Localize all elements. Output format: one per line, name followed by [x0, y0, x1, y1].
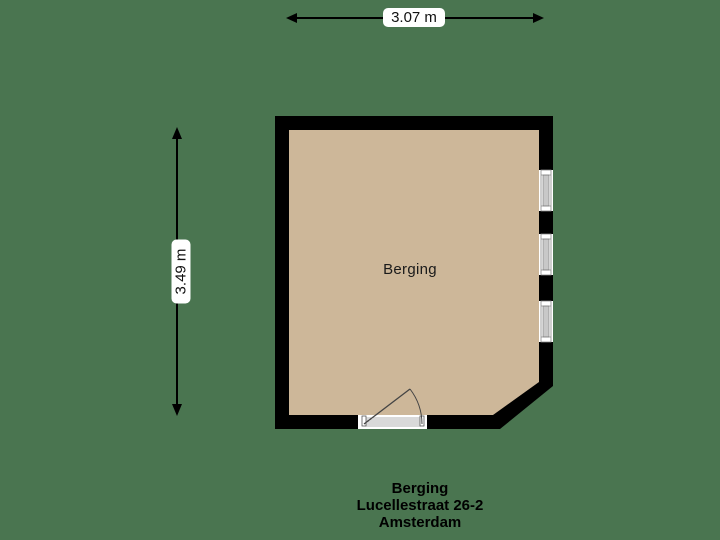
arrow-down-icon — [172, 404, 182, 416]
window-right-3 — [539, 300, 553, 343]
arrow-left-icon — [286, 13, 297, 23]
title-city: Amsterdam — [378, 514, 462, 531]
room-floor-berging — [289, 130, 539, 415]
depth-dimension-label: 3.49 m — [171, 239, 191, 304]
room-label-berging: Berging — [383, 261, 437, 278]
title-street-address: Lucellestraat 26-2 — [356, 497, 484, 514]
window-right-2 — [539, 233, 553, 276]
width-dimension-label: 3.07 m — [383, 8, 445, 27]
door-swing-arc — [409, 388, 423, 425]
arrow-up-icon — [172, 127, 182, 139]
title-block: Berging Lucellestraat 26-2 Amsterdam — [320, 480, 520, 531]
door-bottom — [358, 388, 427, 429]
title-room-name: Berging — [391, 480, 449, 497]
window-right-1 — [539, 169, 553, 212]
door-leaf — [363, 388, 411, 425]
arrow-right-icon — [533, 13, 544, 23]
